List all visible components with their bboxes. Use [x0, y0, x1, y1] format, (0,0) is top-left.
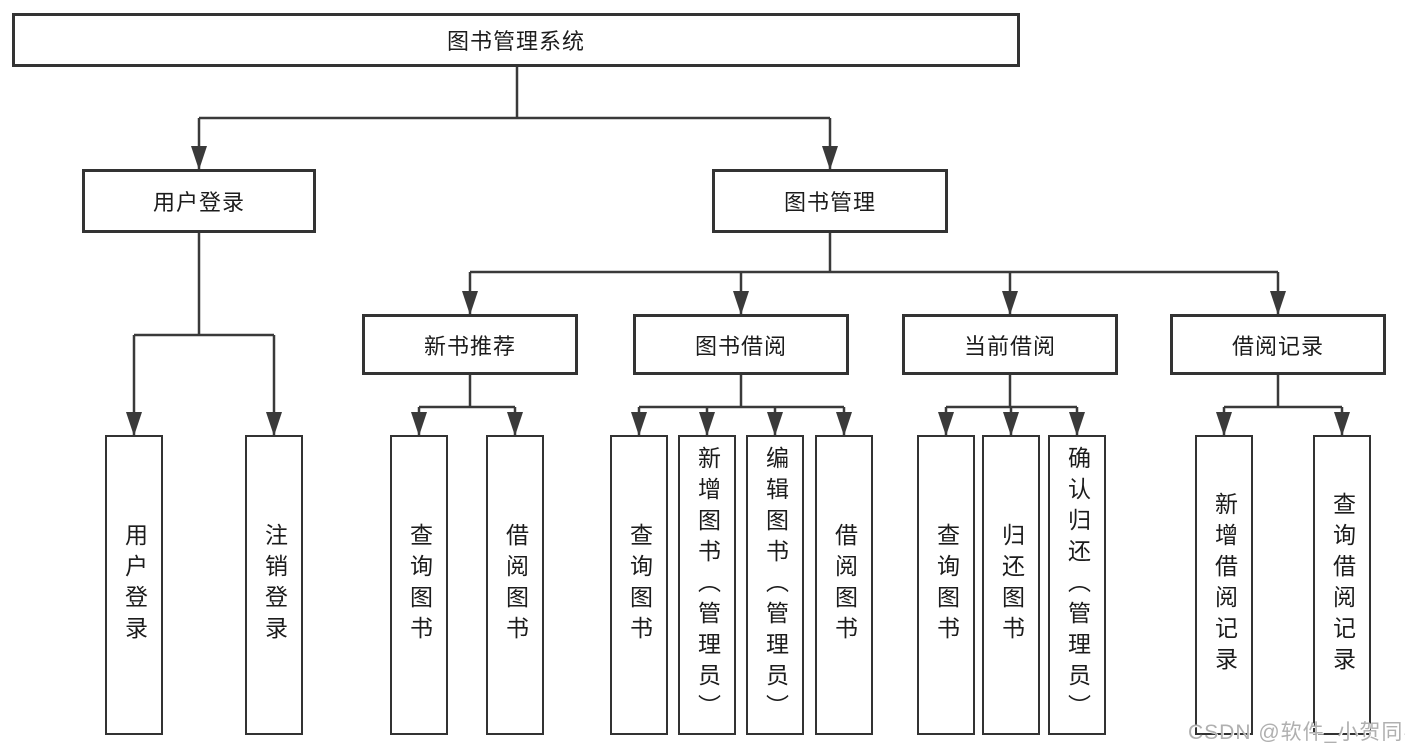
- leaf-search-books-current-label: 查询图书: [933, 523, 960, 647]
- node-book-borrowing: 图书借阅: [633, 314, 849, 375]
- edge-current-borrowing-to-leaves: [938, 375, 1085, 436]
- leaf-confirm-return-admin: 确认归还（管理员）: [1048, 435, 1106, 735]
- node-library-system-label: 图书管理系统: [446, 29, 585, 54]
- leaf-search-books-borrowing: 查询图书: [610, 435, 668, 735]
- leaf-logout: 注销登录: [245, 435, 303, 735]
- leaf-search-books-borrowing-label: 查询图书: [626, 523, 653, 647]
- leaf-edit-books-admin: 编辑图书（管理员）: [746, 435, 804, 735]
- node-book-management-label: 图书管理: [783, 190, 876, 215]
- leaf-borrow-books-recommend: 借阅图书: [486, 435, 544, 735]
- leaf-search-borrow-record: 查询借阅记录: [1313, 435, 1371, 735]
- leaf-return-books-label: 归还图书: [998, 523, 1025, 647]
- node-new-book-recommendation: 新书推荐: [362, 314, 578, 375]
- node-user-login-label: 用户登录: [152, 190, 245, 215]
- node-current-borrowing-label: 当前借阅: [963, 333, 1056, 359]
- node-library-system: 图书管理系统: [12, 13, 1020, 67]
- node-book-borrowing-label: 图书借阅: [694, 333, 787, 359]
- leaf-return-books: 归还图书: [982, 435, 1040, 735]
- edge-book-borrowing-to-leaves: [631, 375, 852, 436]
- node-current-borrowing: 当前借阅: [902, 314, 1118, 375]
- node-user-login: 用户登录: [82, 169, 316, 233]
- node-book-management: 图书管理: [712, 169, 948, 233]
- node-borrowing-records-label: 借阅记录: [1231, 333, 1324, 359]
- leaf-add-borrow-record: 新增借阅记录: [1195, 435, 1253, 735]
- leaf-search-books-recommend-label: 查询图书: [406, 523, 433, 647]
- leaf-borrow-books-recommend-label: 借阅图书: [502, 523, 529, 647]
- leaf-borrow-books: 借阅图书: [815, 435, 873, 735]
- edge-book-management-to-level3: [462, 233, 1286, 315]
- leaf-confirm-return-admin-label: 确认归还（管理员）: [1064, 445, 1091, 725]
- edge-new-book-recommendation-to-leaves: [411, 375, 523, 436]
- leaf-search-borrow-record-label: 查询借阅记录: [1329, 492, 1356, 678]
- leaf-user-login: 用户登录: [105, 435, 163, 735]
- leaf-add-borrow-record-label: 新增借阅记录: [1211, 492, 1238, 678]
- leaf-user-login-label: 用户登录: [121, 523, 148, 647]
- watermark: CSDN @软件_小贺同学: [1188, 721, 1405, 744]
- node-borrowing-records: 借阅记录: [1170, 314, 1386, 375]
- edge-borrowing-records-to-leaves: [1216, 375, 1350, 436]
- leaf-logout-label: 注销登录: [261, 523, 288, 647]
- edge-user-login-to-leaves: [126, 233, 282, 436]
- leaf-add-books-admin-label: 新增图书（管理员）: [694, 445, 721, 725]
- node-new-book-recommendation-label: 新书推荐: [423, 333, 516, 359]
- edge-root-to-level2: [191, 67, 838, 170]
- leaf-search-books-current: 查询图书: [917, 435, 975, 735]
- leaf-search-books-recommend: 查询图书: [390, 435, 448, 735]
- leaf-add-books-admin: 新增图书（管理员）: [678, 435, 736, 735]
- leaf-borrow-books-label: 借阅图书: [831, 523, 858, 647]
- leaf-edit-books-admin-label: 编辑图书（管理员）: [762, 445, 789, 725]
